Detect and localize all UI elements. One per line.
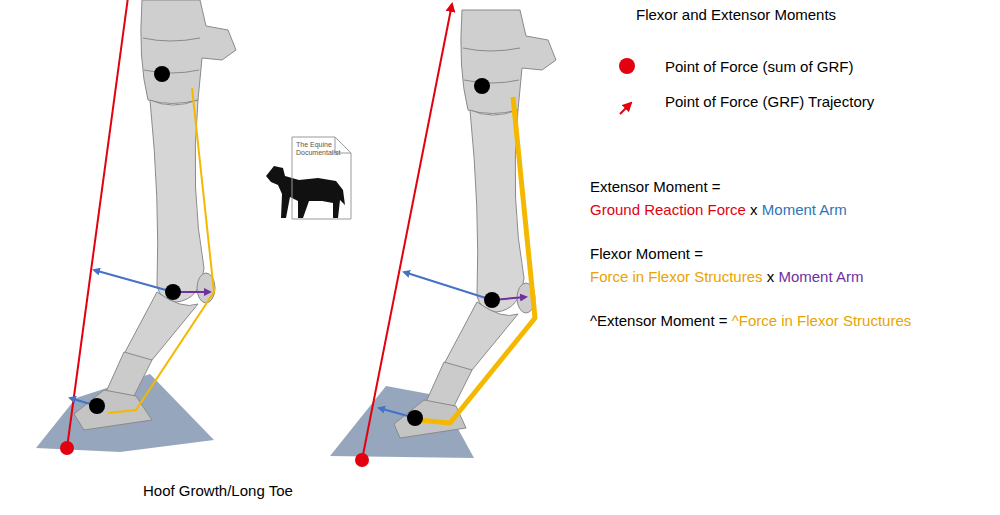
legend-swatch <box>619 58 635 74</box>
formula-text: Flexor Moment = <box>590 245 703 263</box>
formula-text: Ground Reaction Force <box>590 201 746 219</box>
document-outline <box>291 136 352 220</box>
moment-arm <box>404 272 492 300</box>
formula-text: ^Extensor Moment = <box>590 312 728 330</box>
legend-arrow <box>620 103 631 114</box>
logo-text: The Equine Documentalist <box>291 136 352 157</box>
text-line: Extensor Moment = <box>590 178 725 196</box>
formula-text: Moment Arm <box>778 268 863 286</box>
text-line: ^Extensor Moment =^Force in Flexor Struc… <box>590 312 915 330</box>
leg-bones <box>106 0 236 396</box>
text-line: Ground Reaction ForcexMoment Arm <box>590 201 851 219</box>
joint-dot <box>484 292 500 308</box>
formula-text: Extensor Moment = <box>590 178 720 196</box>
formula-text: Force in Flexor Structures <box>590 268 763 286</box>
flexor-line <box>108 88 214 413</box>
legend-text: Point of Force (GRF) Trajectory <box>665 93 874 111</box>
text-line: Force in Flexor StructuresxMoment Arm <box>590 268 868 286</box>
joint-dot <box>474 78 490 94</box>
joint-dot <box>165 284 181 300</box>
force-point <box>60 441 74 455</box>
joint-dot <box>407 410 423 426</box>
formula-text: x <box>750 201 758 219</box>
flexor-line <box>418 97 535 423</box>
text-line: Flexor Moment = <box>590 245 707 263</box>
force-line <box>362 4 452 460</box>
formula-text: Moment Arm <box>762 201 847 219</box>
force-line <box>67 0 129 448</box>
force-point <box>355 453 369 467</box>
coffin-bone <box>74 390 152 430</box>
joint-dot <box>154 66 170 82</box>
legend-text: Point of Force (sum of GRF) <box>665 58 853 76</box>
moment-arm <box>94 270 173 292</box>
document-icon: The Equine Documentalist <box>291 136 352 220</box>
joint-dot <box>89 398 105 414</box>
caption: Hoof Growth/Long Toe <box>143 482 293 500</box>
formula-text: x <box>767 268 775 286</box>
leg-bones <box>426 10 556 406</box>
formula-text: ^Force in Flexor Structures <box>732 312 912 330</box>
title: Flexor and Extensor Moments <box>636 6 836 24</box>
